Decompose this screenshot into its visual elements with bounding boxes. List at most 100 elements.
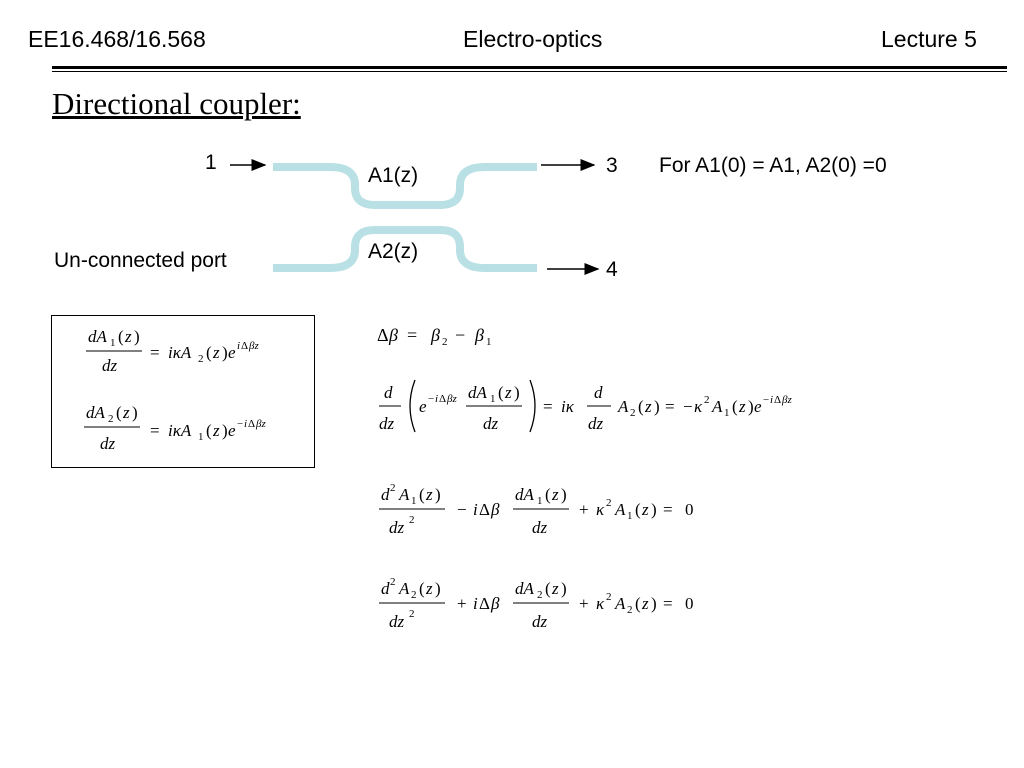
svg-text:d: d <box>384 383 393 402</box>
svg-text:): ) <box>435 579 441 598</box>
svg-text:A: A <box>711 397 723 416</box>
svg-text:βz: βz <box>248 340 259 352</box>
svg-text:dA: dA <box>86 403 106 422</box>
svg-text:β: β <box>474 325 484 345</box>
svg-text:A: A <box>614 500 626 519</box>
svg-text:Δ: Δ <box>774 394 781 406</box>
course-code: EE16.468/16.568 <box>28 26 206 52</box>
svg-text:(: ( <box>206 343 212 362</box>
svg-text:Δ: Δ <box>439 393 446 405</box>
svg-text:−: − <box>455 325 465 345</box>
svg-text:e: e <box>228 421 236 440</box>
svg-text:=: = <box>407 325 417 345</box>
svg-text:z: z <box>504 383 512 402</box>
svg-text:dz: dz <box>389 518 405 537</box>
svg-text:2: 2 <box>606 497 612 509</box>
svg-text:): ) <box>435 485 441 504</box>
svg-text:): ) <box>222 343 228 362</box>
unconnected-port-label: Un-connected port <box>54 249 227 272</box>
svg-text:z: z <box>551 485 559 504</box>
svg-text:2: 2 <box>537 589 543 601</box>
svg-text:2: 2 <box>108 413 114 425</box>
svg-text:0: 0 <box>685 500 694 519</box>
svg-text:(: ( <box>545 579 551 598</box>
svg-text:z: z <box>551 579 559 598</box>
lecture-number: Lecture 5 <box>881 26 977 52</box>
svg-text:i: i <box>244 418 247 430</box>
svg-text:A: A <box>398 485 410 504</box>
svg-text:0: 0 <box>685 594 694 613</box>
svg-text:(: ( <box>635 594 641 613</box>
svg-text:iκ: iκ <box>561 397 575 416</box>
svg-text:(: ( <box>545 485 551 504</box>
svg-text:1: 1 <box>627 510 633 522</box>
svg-text:d: d <box>381 579 390 598</box>
header-rule-thick <box>52 66 1007 69</box>
svg-text:z: z <box>644 397 652 416</box>
svg-text:1: 1 <box>537 495 543 507</box>
svg-text:−: − <box>237 418 243 430</box>
svg-text:+: + <box>457 594 467 613</box>
svg-text:Δ: Δ <box>377 325 389 345</box>
svg-text:): ) <box>651 594 657 613</box>
svg-text:iκA: iκA <box>168 343 192 362</box>
svg-text:κ: κ <box>596 594 605 613</box>
svg-text:2: 2 <box>704 394 710 406</box>
svg-text:(: ( <box>419 579 425 598</box>
svg-text:2: 2 <box>198 353 204 365</box>
svg-text:+: + <box>579 594 589 613</box>
svg-text:z: z <box>124 327 132 346</box>
svg-text:d: d <box>381 485 390 504</box>
svg-text:dA: dA <box>88 327 108 346</box>
svg-text:2: 2 <box>411 589 417 601</box>
svg-text:2: 2 <box>442 336 448 348</box>
svg-text:): ) <box>651 500 657 519</box>
waveguide-upper <box>273 163 537 209</box>
svg-text:−: − <box>763 394 769 406</box>
waveguide-lower <box>273 226 537 272</box>
svg-text:): ) <box>654 397 660 416</box>
svg-text:z: z <box>212 421 220 440</box>
svg-text:dz: dz <box>102 356 118 375</box>
svg-text:e: e <box>228 343 236 362</box>
svg-text:1: 1 <box>486 336 492 348</box>
svg-text:−: − <box>683 397 693 416</box>
svg-text:(: ( <box>419 485 425 504</box>
svg-text:κ: κ <box>694 397 703 416</box>
svg-text:dz: dz <box>379 414 395 433</box>
svg-text:βz: βz <box>446 393 457 405</box>
svg-text:2: 2 <box>627 604 633 616</box>
svg-text:d: d <box>594 383 603 402</box>
svg-text:z: z <box>641 500 649 519</box>
svg-text:): ) <box>132 403 138 422</box>
svg-text:i: i <box>770 394 773 406</box>
svg-text:−: − <box>428 393 434 405</box>
svg-text:): ) <box>561 579 567 598</box>
svg-text:(: ( <box>732 397 738 416</box>
svg-text:=: = <box>663 500 673 519</box>
svg-text:dz: dz <box>483 414 499 433</box>
svg-text:Δ: Δ <box>479 594 490 613</box>
svg-text:dz: dz <box>389 612 405 631</box>
svg-text:i: i <box>473 500 478 519</box>
svg-text:1: 1 <box>490 393 496 405</box>
svg-text:(: ( <box>635 500 641 519</box>
svg-text:βz: βz <box>781 394 792 406</box>
svg-text:Δ: Δ <box>479 500 490 519</box>
svg-text:Δ: Δ <box>241 340 248 352</box>
svg-text:z: z <box>641 594 649 613</box>
svg-text:dA: dA <box>468 383 488 402</box>
svg-text:z: z <box>122 403 130 422</box>
svg-text:(: ( <box>118 327 124 346</box>
svg-text:2: 2 <box>630 407 636 419</box>
slide-title: Directional coupler: <box>52 86 301 121</box>
svg-text:i: i <box>237 340 240 352</box>
svg-text:dz: dz <box>100 434 116 453</box>
svg-text:+: + <box>579 500 589 519</box>
